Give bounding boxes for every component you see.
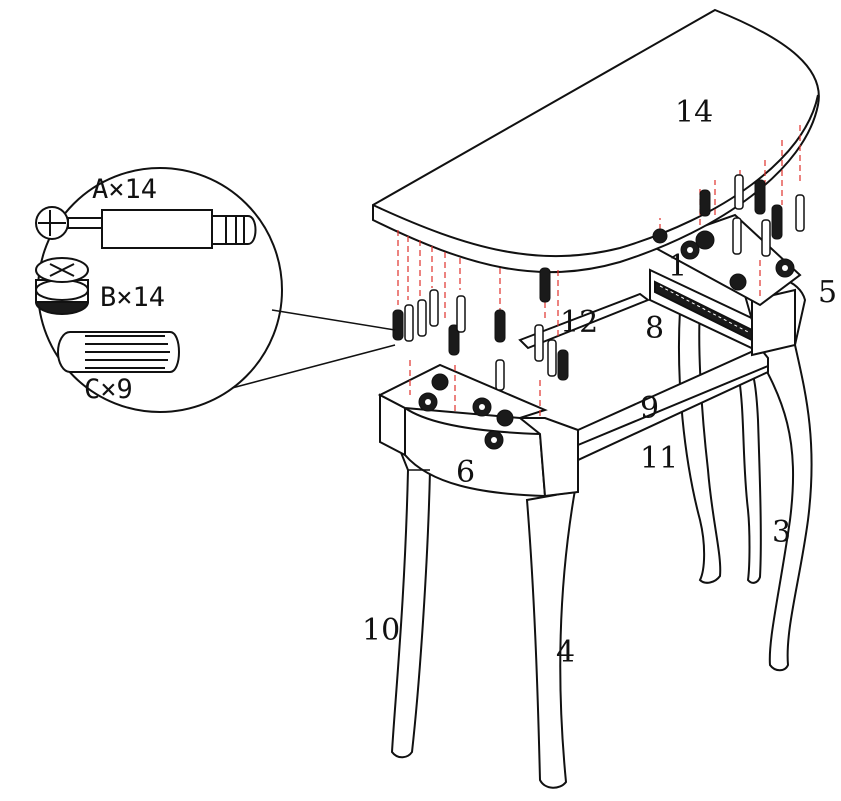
callout-leader-top [271,309,396,331]
callout-leader-bottom [231,344,396,389]
rail-9-11 [577,346,769,462]
part-label-14: 14 [675,95,713,130]
hardware-b-label: B×14 [100,282,165,313]
leg-3 [750,344,813,672]
frame-lower-outline [408,469,579,497]
leg-rear-inner [736,371,762,584]
alignment-guides [397,125,801,420]
part-label-8: 8 [645,311,664,346]
dowel-c-icon [57,331,180,373]
hardware-c-label: C×9 [84,374,133,405]
hardware-a-label: A×14 [92,174,157,205]
part-label-1: 1 [668,249,687,284]
leg-4 [525,488,577,789]
part-label-9: 9 [640,391,659,426]
leg-10 [379,399,432,759]
part-label-4: 4 [556,635,575,670]
part-label-12: 12 [560,305,598,340]
cam-lock-highlights [425,247,788,443]
part-label-5: 5 [818,275,837,310]
dowels [392,179,783,381]
part-label-3: 3 [772,515,791,550]
hardware-callout: A×14 B×14 C×9 [35,167,396,413]
bolt-a-icon [35,206,257,249]
part-label-10: 10 [362,613,400,648]
rail-12 [518,292,651,350]
part-label-11: 11 [640,441,678,476]
cam-lock-b-icon [35,257,89,315]
leg-rear [678,309,722,584]
part-label-6: 6 [456,455,475,490]
bolts [404,174,805,391]
